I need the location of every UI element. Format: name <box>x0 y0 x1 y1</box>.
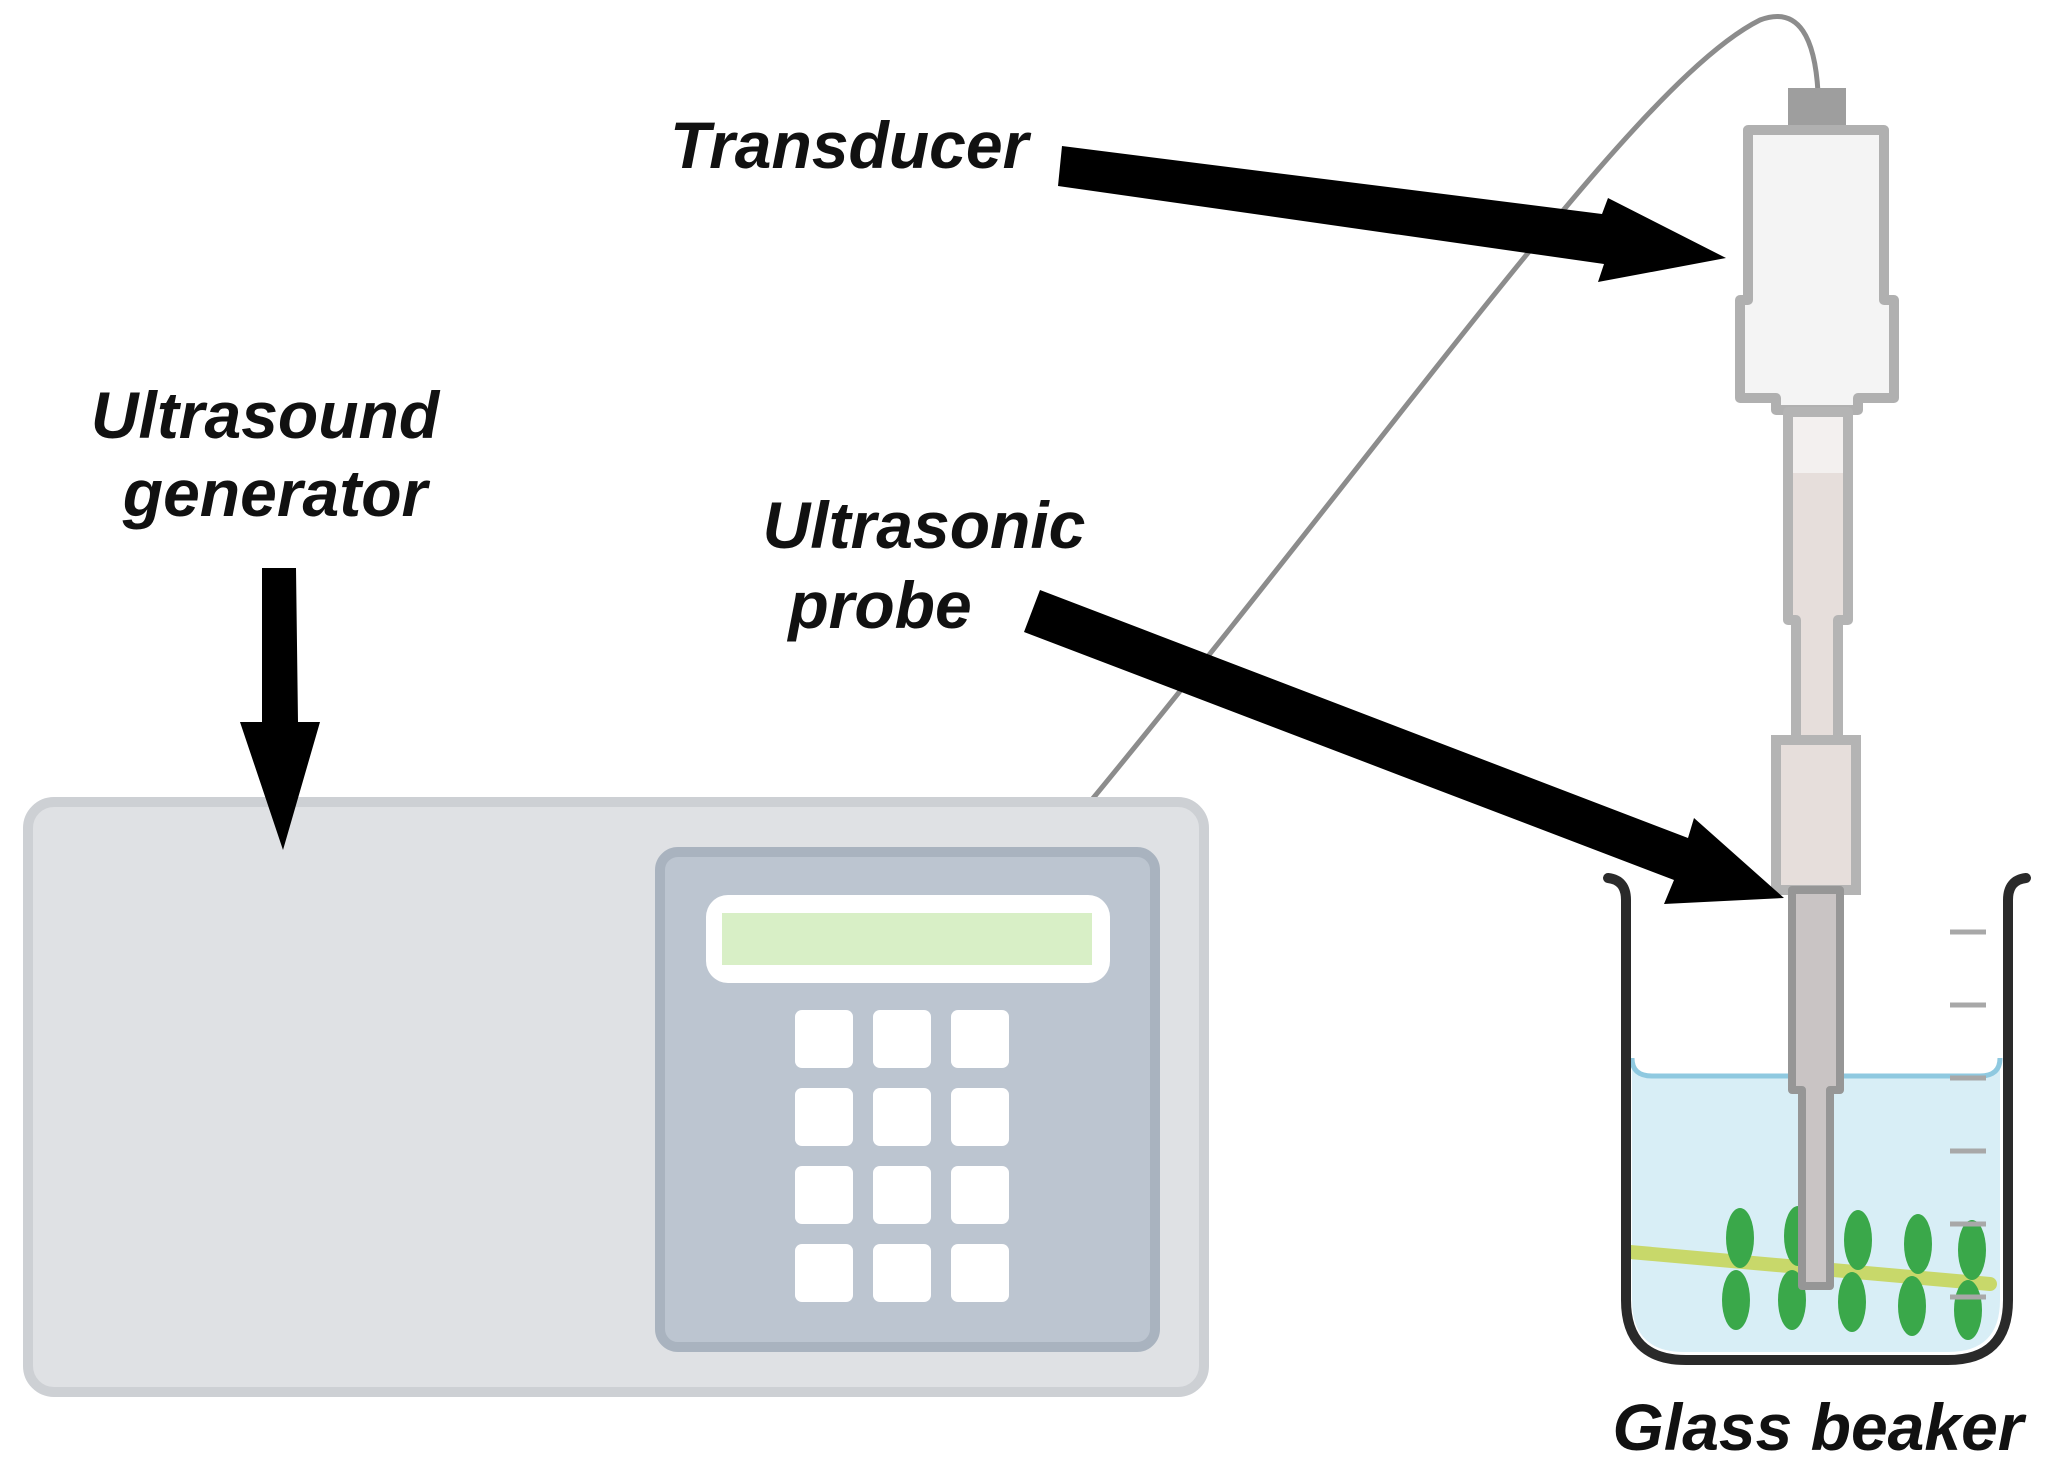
keypad-key <box>795 1166 853 1224</box>
arrow-generator <box>240 568 320 850</box>
beaker-graduations <box>1950 929 1986 1300</box>
keypad-key <box>873 1010 931 1068</box>
keypad-key <box>795 1010 853 1068</box>
probe-horn-highlight <box>1793 417 1843 473</box>
arrow-probe <box>1024 590 1784 904</box>
probe-collar <box>1771 735 1861 895</box>
keypad-key <box>795 1244 853 1302</box>
label-transducer: Transducer <box>670 108 1032 182</box>
keypad-key <box>951 1088 1009 1146</box>
label-ultrasound-generator-line1: Ultrasound <box>91 378 441 452</box>
leaf <box>1954 1280 1982 1340</box>
cable <box>1088 14 1821 804</box>
label-ultrasonic-probe-line2: probe <box>786 568 971 642</box>
keypad-key <box>951 1244 1009 1302</box>
keypad-key <box>795 1088 853 1146</box>
arrow-transducer <box>1058 146 1726 282</box>
keypad-icon <box>655 847 1160 1352</box>
leaf <box>1726 1208 1754 1268</box>
ultrasound-generator <box>23 797 1209 1397</box>
label-ultrasound-generator-line2: generator <box>122 456 431 530</box>
plant-sample-icon <box>1722 1206 1986 1340</box>
leaf <box>1904 1214 1932 1274</box>
leaf <box>1958 1220 1986 1280</box>
label-glass-beaker: Glass beaker <box>1613 1390 2027 1464</box>
display-screen <box>722 913 1092 965</box>
leaf <box>1898 1276 1926 1336</box>
transducer-cap <box>1788 88 1846 130</box>
leaf <box>1722 1270 1750 1330</box>
probe-shaft <box>1788 886 1844 1290</box>
leaf <box>1844 1210 1872 1270</box>
keypad-key <box>873 1244 931 1302</box>
beaker-outline <box>1603 873 2031 1365</box>
leaf <box>1838 1272 1866 1332</box>
keypad-key <box>951 1010 1009 1068</box>
transducer-body <box>1735 125 1899 415</box>
keypad-key <box>951 1166 1009 1224</box>
label-ultrasonic-probe-line1: Ultrasonic <box>763 488 1086 562</box>
arrows <box>240 146 1784 904</box>
transducer-probe-assembly <box>1735 88 1899 1290</box>
keypad-key <box>873 1088 931 1146</box>
keypad-key <box>873 1166 931 1224</box>
